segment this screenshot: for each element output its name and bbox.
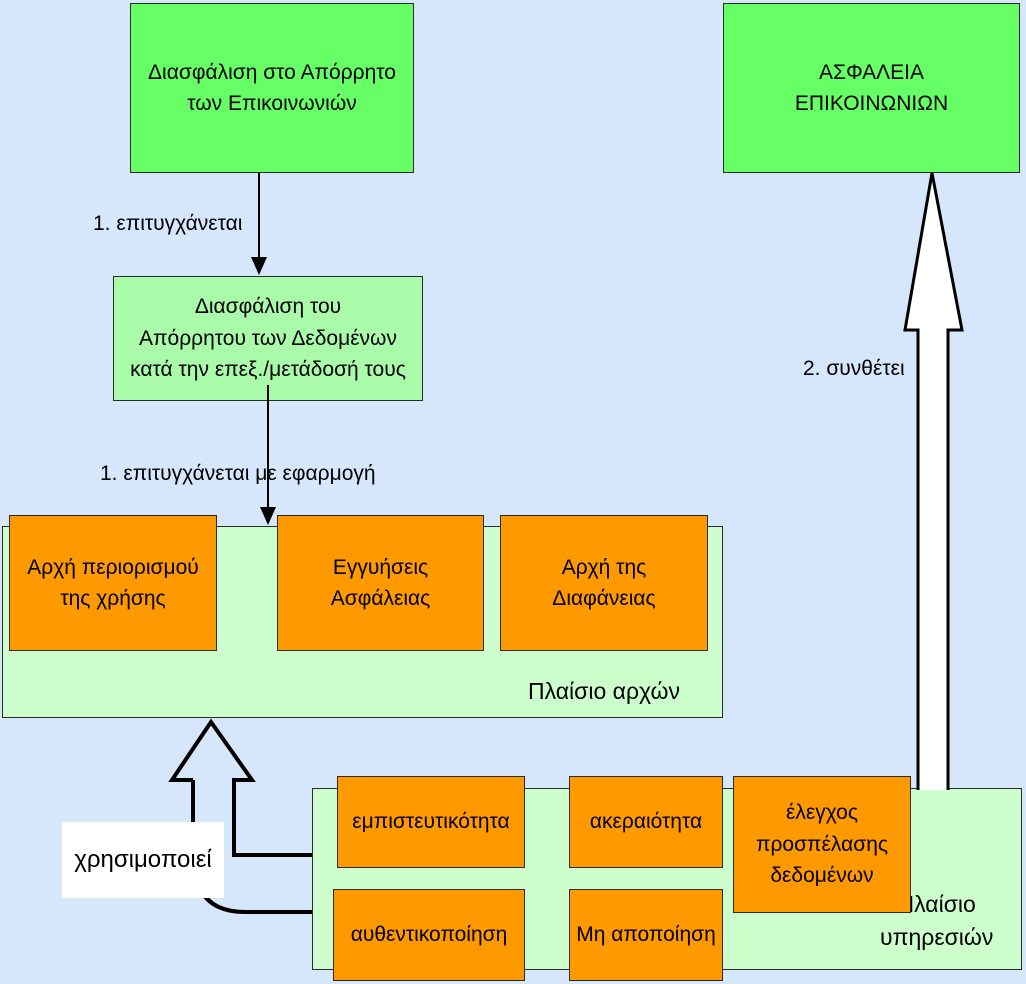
principle-security-guarantees: Εγγυήσεις Ασφάλειας xyxy=(277,515,484,651)
edge-label-uses: χρησιμοποιεί xyxy=(62,822,224,898)
service-access-control: έλεγχος προσπέλασης δεδομένων xyxy=(733,776,911,913)
principles-frame-label: Πλαίσιο αρχών xyxy=(528,678,680,704)
service-non-repudiation: Μη αποποίηση xyxy=(569,889,723,981)
arrow-composes xyxy=(903,172,964,790)
service-authentication: αυθεντικοποίηση xyxy=(333,889,525,981)
node-privacy-communications: Διασφάλιση στο Απόρρητο των Επικοινωνιών xyxy=(130,3,414,173)
principle-transparency: Αρχή της Διαφάνειας xyxy=(500,515,708,651)
service-confidentiality: εμπιστευτικότητα xyxy=(337,776,525,868)
node-data-privacy-transmission: Διασφάλιση του Απόρρητου των Δεδομένων κ… xyxy=(113,276,423,401)
principle-usage-limitation: Αρχή περιορισμού της χρήσης xyxy=(9,515,217,651)
service-integrity: ακεραιότητα xyxy=(569,776,723,868)
edge-label-achieved-2: 1. επιτυγχάνεται με εφαρμογή xyxy=(100,462,376,485)
edge-label-composes: 2. συνθέτει xyxy=(803,357,905,380)
arrow-uses-head xyxy=(168,718,312,857)
edge-label-achieved-1: 1. επιτυγχάνεται xyxy=(93,212,243,235)
node-communications-security: ΑΣΦΑΛΕΙΑ ΕΠΙΚΟΙΝΩΝΙΩΝ xyxy=(723,3,1020,173)
